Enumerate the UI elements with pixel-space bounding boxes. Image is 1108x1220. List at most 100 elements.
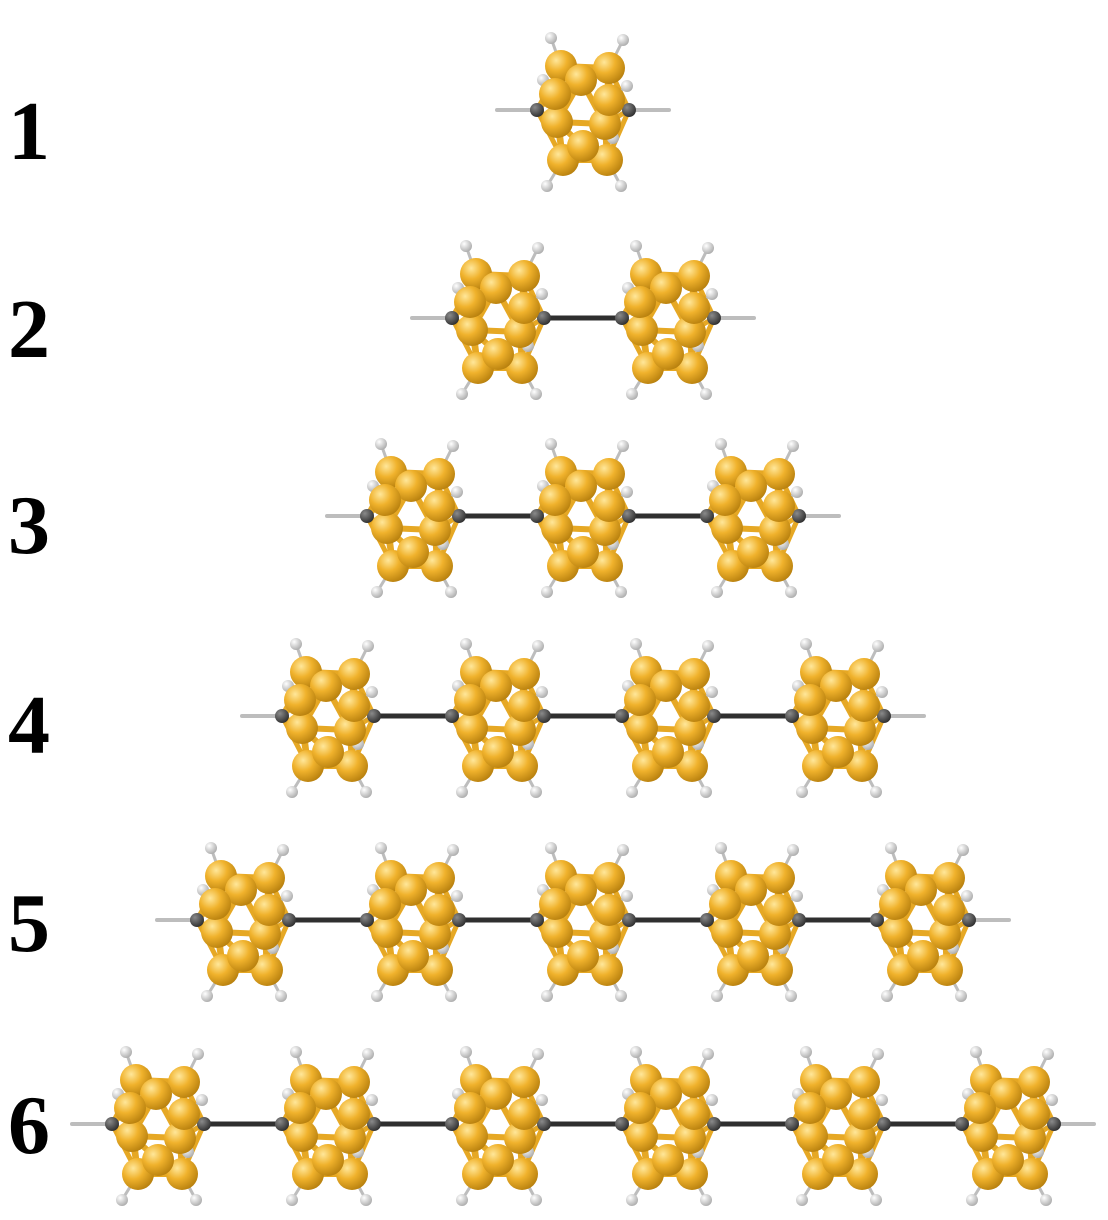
boron-atom (421, 550, 453, 582)
hydrogen-atom (362, 1048, 374, 1060)
boron-atom (589, 108, 621, 140)
row-label-3: 3 (8, 479, 50, 572)
carbon-atom (707, 709, 721, 723)
hydrogen-atom (190, 1194, 202, 1206)
boron-atom (593, 84, 625, 116)
carborane-cage (785, 1046, 891, 1206)
hydrogen-atom (702, 1048, 714, 1060)
boron-atom (907, 940, 939, 972)
boron-atom (674, 714, 706, 746)
boron-atom (593, 52, 625, 84)
hydrogen-atom (530, 1194, 542, 1206)
carborane-cage (190, 842, 296, 1002)
boron-atom (539, 484, 571, 516)
boron-atom (848, 690, 880, 722)
boron-atom (508, 1098, 540, 1130)
boron-atom (423, 458, 455, 490)
boron-atom (624, 1092, 656, 1124)
boron-atom (593, 862, 625, 894)
hydrogen-atom (706, 288, 718, 300)
hydrogen-atom (702, 242, 714, 254)
hydrogen-atom (872, 640, 884, 652)
row-label-6: 6 (8, 1079, 50, 1172)
boron-atom (419, 514, 451, 546)
boron-atom (541, 512, 573, 544)
carbon-atom (622, 509, 636, 523)
boron-atom (312, 736, 344, 768)
carborane-cage (700, 842, 806, 1002)
carborane-cage (445, 638, 551, 798)
hydrogen-atom (787, 844, 799, 856)
carborane-cage (530, 32, 636, 192)
boron-atom (709, 888, 741, 920)
boron-atom (310, 670, 342, 702)
molecule-row-1 (495, 32, 671, 192)
carbon-atom (1047, 1117, 1061, 1131)
boron-atom (881, 916, 913, 948)
hydrogen-atom (630, 638, 642, 650)
boron-atom (227, 940, 259, 972)
boron-atom (589, 918, 621, 950)
hydrogen-atom (615, 180, 627, 192)
hydrogen-atom (532, 640, 544, 652)
boron-atom (338, 690, 370, 722)
hydrogen-atom (532, 242, 544, 254)
boron-atom (168, 1066, 200, 1098)
boron-atom (565, 874, 597, 906)
carbon-atom (275, 709, 289, 723)
hydrogen-atom (615, 990, 627, 1002)
boron-atom (482, 338, 514, 370)
boron-atom (1018, 1098, 1050, 1130)
carbon-atom (537, 709, 551, 723)
boron-atom (539, 78, 571, 110)
carborane-cage (785, 638, 891, 798)
boron-atom (737, 536, 769, 568)
hydrogen-atom (787, 440, 799, 452)
carbon-atom (785, 709, 799, 723)
boron-atom (369, 888, 401, 920)
boron-atom (624, 684, 656, 716)
hydrogen-atom (545, 32, 557, 44)
hydrogen-atom (545, 842, 557, 854)
hydrogen-atom (530, 786, 542, 798)
carbon-atom (785, 1117, 799, 1131)
carbon-atom (452, 913, 466, 927)
boron-atom (284, 684, 316, 716)
hydrogen-atom (881, 990, 893, 1002)
boron-atom (820, 1078, 852, 1110)
boron-atom (678, 690, 710, 722)
boron-atom (626, 314, 658, 346)
boron-atom (253, 894, 285, 926)
boron-atom (225, 874, 257, 906)
boron-atom (626, 712, 658, 744)
row-label-2: 2 (8, 283, 50, 376)
carborane-cage (700, 438, 806, 598)
boron-atom (423, 490, 455, 522)
boron-atom (650, 272, 682, 304)
hydrogen-atom (120, 1046, 132, 1058)
carbon-atom (877, 1117, 891, 1131)
boron-atom (591, 144, 623, 176)
boron-atom (312, 1144, 344, 1176)
hydrogen-atom (870, 786, 882, 798)
hydrogen-atom (700, 1194, 712, 1206)
boron-atom (711, 512, 743, 544)
boron-atom (506, 750, 538, 782)
hydrogen-atom (876, 1094, 888, 1106)
hydrogen-atom (460, 1046, 472, 1058)
boron-atom (652, 736, 684, 768)
boron-atom (674, 1122, 706, 1154)
boron-atom (678, 292, 710, 324)
carborane-cage (955, 1046, 1061, 1206)
hydrogen-atom (375, 842, 387, 854)
carborane-cage (870, 842, 976, 1002)
molecule-row-3 (325, 438, 841, 598)
hydrogen-atom (617, 440, 629, 452)
boron-atom (759, 514, 791, 546)
hydrogen-atom (617, 844, 629, 856)
boron-atom (114, 1092, 146, 1124)
boron-atom (336, 1158, 368, 1190)
boron-atom (678, 1098, 710, 1130)
boron-atom (763, 894, 795, 926)
hydrogen-atom (286, 1194, 298, 1206)
